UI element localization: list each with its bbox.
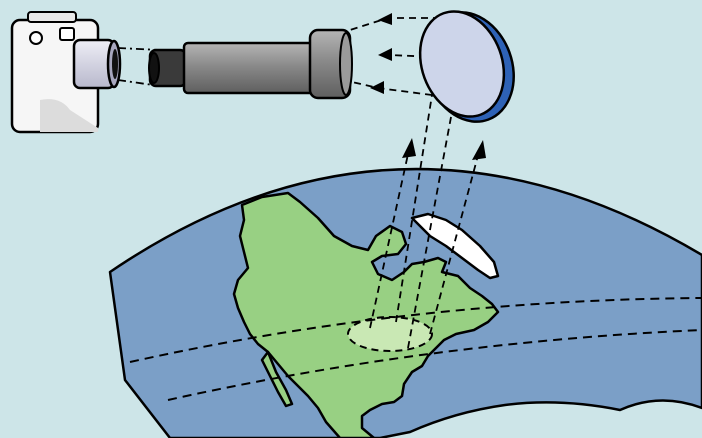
earth-globe	[110, 169, 702, 438]
mirror-icon	[406, 0, 529, 134]
eyepiece-opening	[149, 53, 159, 83]
arrowhead-middle	[378, 48, 392, 61]
telescope-icon	[149, 30, 352, 98]
camera-lens-glass	[112, 49, 118, 79]
arrowhead-top	[378, 13, 392, 25]
objective-lens	[340, 33, 352, 95]
target-area-highlight	[348, 317, 432, 351]
camera-icon	[12, 12, 120, 132]
arrowhead-bottom	[370, 81, 384, 94]
camera-flash	[60, 28, 74, 40]
up-arrowhead-right	[472, 140, 486, 160]
camera-button	[30, 32, 42, 44]
telescope-tube	[184, 43, 314, 93]
up-arrowhead-left	[402, 138, 416, 158]
reflected-ray-bottom	[352, 82, 432, 95]
camera-top-strip	[28, 12, 76, 22]
